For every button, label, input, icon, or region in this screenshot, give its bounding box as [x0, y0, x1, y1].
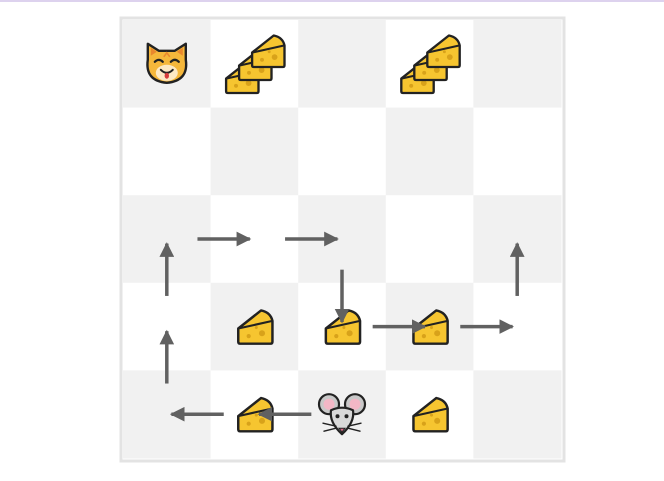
board-cell-r1-c3[interactable]	[385, 107, 474, 196]
cat-face-icon	[146, 42, 188, 84]
cheese-icon	[237, 309, 274, 345]
cheese-icon	[412, 309, 449, 345]
board-cell-r1-c2[interactable]	[298, 107, 387, 196]
board-cell-r0-c2[interactable]	[298, 20, 387, 109]
top-divider	[0, 0, 664, 2]
cheese-icon	[412, 396, 449, 433]
cheese-icon	[250, 34, 286, 69]
mouse-face-icon	[317, 393, 367, 436]
cheese-icon	[426, 34, 461, 69]
board-cell-r4-c4[interactable]	[473, 370, 562, 459]
board-cell-r1-c1[interactable]	[210, 107, 299, 196]
board-cell-r1-c4[interactable]	[473, 107, 562, 196]
board-cell-r0-c4[interactable]	[473, 20, 562, 109]
board-border	[119, 16, 566, 463]
cheese-icon	[324, 309, 362, 345]
board-cell-r2-c3[interactable]	[385, 195, 474, 284]
board-cell-r1-c0[interactable]	[123, 107, 212, 196]
